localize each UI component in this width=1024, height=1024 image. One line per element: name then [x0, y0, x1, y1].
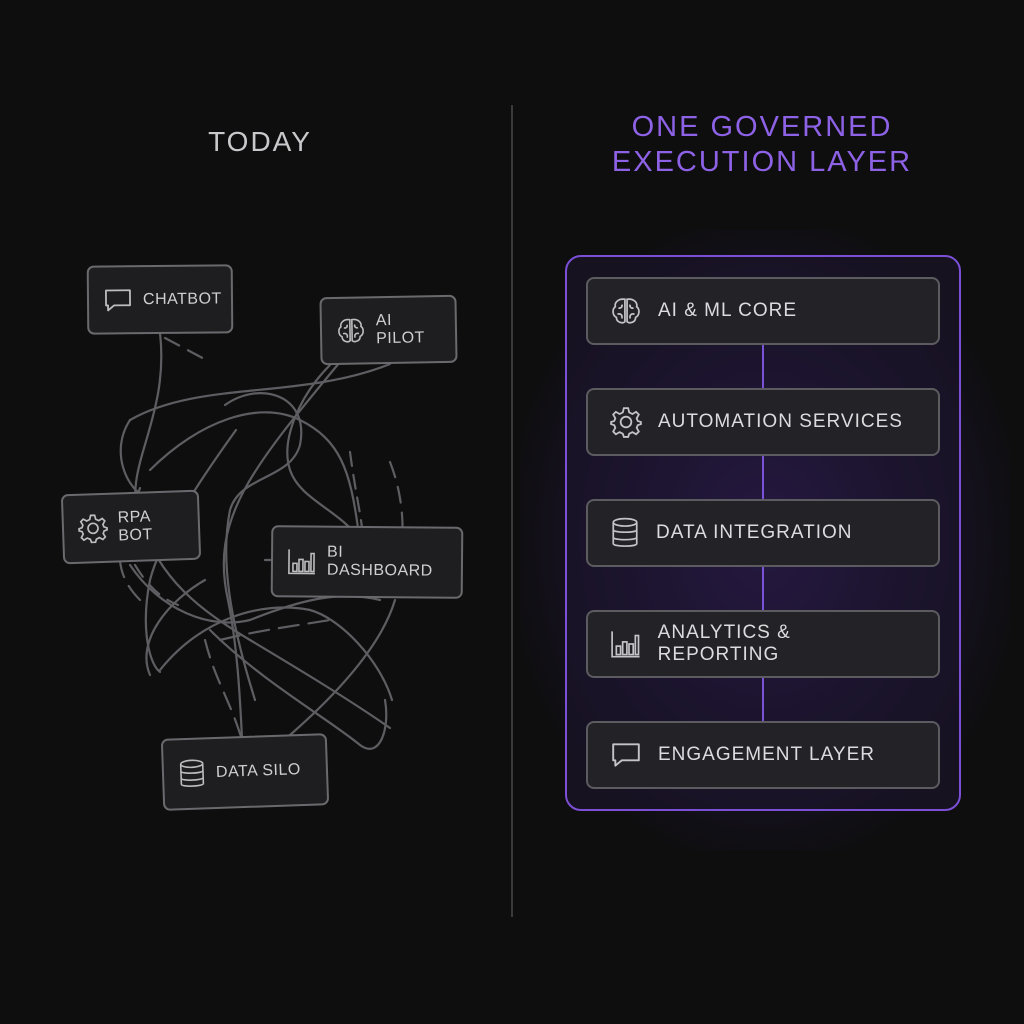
governed-layer-title: ONE GOVERNED EXECUTION LAYER	[512, 110, 1012, 180]
bi-dashboard-label: BI DASHBOARD	[326, 543, 433, 580]
layer-label: AUTOMATION SERVICES	[658, 411, 903, 432]
chatbot-label: CHATBOT	[142, 289, 222, 308]
connector-2	[762, 455, 764, 499]
chatbot-node: CHATBOT	[86, 264, 234, 335]
bar-chart-icon	[611, 631, 640, 658]
layer-label: DATA INTEGRATION	[656, 522, 853, 543]
layer-engagement: ENGAGEMENT LAYER	[586, 721, 940, 789]
chat-bubble-icon	[612, 743, 640, 767]
bar-chart-icon	[288, 549, 315, 575]
bi-dashboard-node: BI DASHBOARD	[270, 525, 464, 599]
today-title: TODAY	[208, 126, 312, 157]
layer-analytics-reporting: ANALYTICS & REPORTING	[586, 610, 940, 678]
chat-bubble-icon	[105, 288, 131, 311]
title-line-2: EXECUTION LAYER	[611, 146, 913, 178]
rpa-bot-node: RPA BOT	[60, 489, 202, 565]
ai-pilot-label: AI PILOT	[375, 311, 426, 348]
connector-4	[762, 677, 764, 721]
brain-icon	[612, 298, 640, 324]
gear-icon	[610, 407, 642, 438]
database-icon	[179, 759, 205, 787]
data-silo-node: DATA SILO	[160, 733, 330, 811]
layer-data-integration: DATA INTEGRATION	[586, 499, 940, 567]
layer-label: AI & ML CORE	[658, 300, 798, 321]
data-silo-label: DATA SILO	[215, 761, 302, 782]
layer-automation-services: AUTOMATION SERVICES	[586, 388, 940, 456]
layer-label: ANALYTICS & REPORTING	[657, 622, 791, 665]
layer-ai-ml-core: AI & ML CORE	[586, 277, 940, 345]
ai-pilot-node: AI PILOT	[319, 294, 458, 366]
connector-1	[762, 344, 764, 388]
layer-label: ENGAGEMENT LAYER	[658, 744, 875, 765]
connector-3	[762, 566, 764, 610]
rpa-bot-label: RPA BOT	[117, 508, 153, 545]
brain-icon	[338, 318, 364, 343]
panel-divider	[511, 105, 513, 917]
database-icon	[612, 517, 638, 547]
gear-icon	[78, 514, 108, 544]
title-line-1: ONE GOVERNED	[631, 111, 893, 143]
